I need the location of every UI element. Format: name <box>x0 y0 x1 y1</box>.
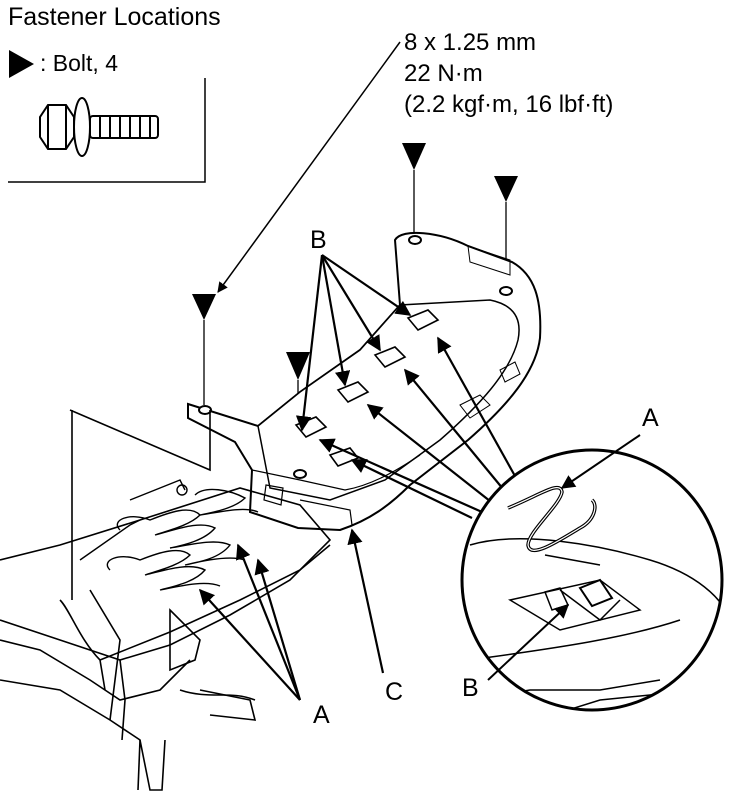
seat-cover-panel <box>187 231 542 532</box>
arrow-circle-5 <box>350 459 473 519</box>
bolt-marker-1 <box>192 294 216 320</box>
bolt-marker-3 <box>402 143 426 170</box>
callout-label-c: C <box>385 678 404 706</box>
detail-arrow-a <box>560 434 641 489</box>
arrow-circle-2 <box>404 368 509 496</box>
spec-bolt-size: 8 x 1.25 mm <box>404 29 537 56</box>
legend-box-frame <box>8 78 206 183</box>
arrow-b-3 <box>321 254 381 352</box>
callout-label-b-detail: B <box>462 674 479 702</box>
legend-bolt-label: : Bolt, 4 <box>40 50 118 76</box>
arrow-a-2 <box>198 588 301 701</box>
detail-view-circle <box>460 434 724 712</box>
arrow-circle-3 <box>366 404 496 506</box>
callout-label-a-detail: A <box>642 404 659 432</box>
spec-torque-alt: (2.2 kgf·m, 16 lbf·ft) <box>404 91 614 118</box>
bolt-marker-4 <box>494 176 518 202</box>
spec-leader-line <box>217 41 401 293</box>
callout-label-b-top: B <box>310 226 327 254</box>
spec-torque: 22 N·m <box>404 60 483 87</box>
detail-arrow-b <box>487 604 570 681</box>
arrow-a-3 <box>254 558 302 701</box>
flange-bolt-icon <box>39 97 159 157</box>
arrow-c <box>347 528 385 674</box>
arrow-b-1 <box>295 254 324 432</box>
callout-arrows <box>198 254 521 701</box>
arrow-circle-1 <box>437 336 521 486</box>
triangle-marker-icon <box>9 50 34 78</box>
arrow-circle-4 <box>318 438 483 514</box>
page-title: Fastener Locations <box>8 3 221 31</box>
seat-frame <box>0 409 332 791</box>
bolt-marker-2 <box>286 352 310 380</box>
arrow-b-2 <box>320 254 351 387</box>
arrow-a-1 <box>235 543 302 701</box>
seat-springs <box>79 479 259 591</box>
callout-label-a-bottom: A <box>313 701 330 729</box>
arrow-b-4 <box>321 254 412 316</box>
bolt-location-markers <box>192 143 518 380</box>
